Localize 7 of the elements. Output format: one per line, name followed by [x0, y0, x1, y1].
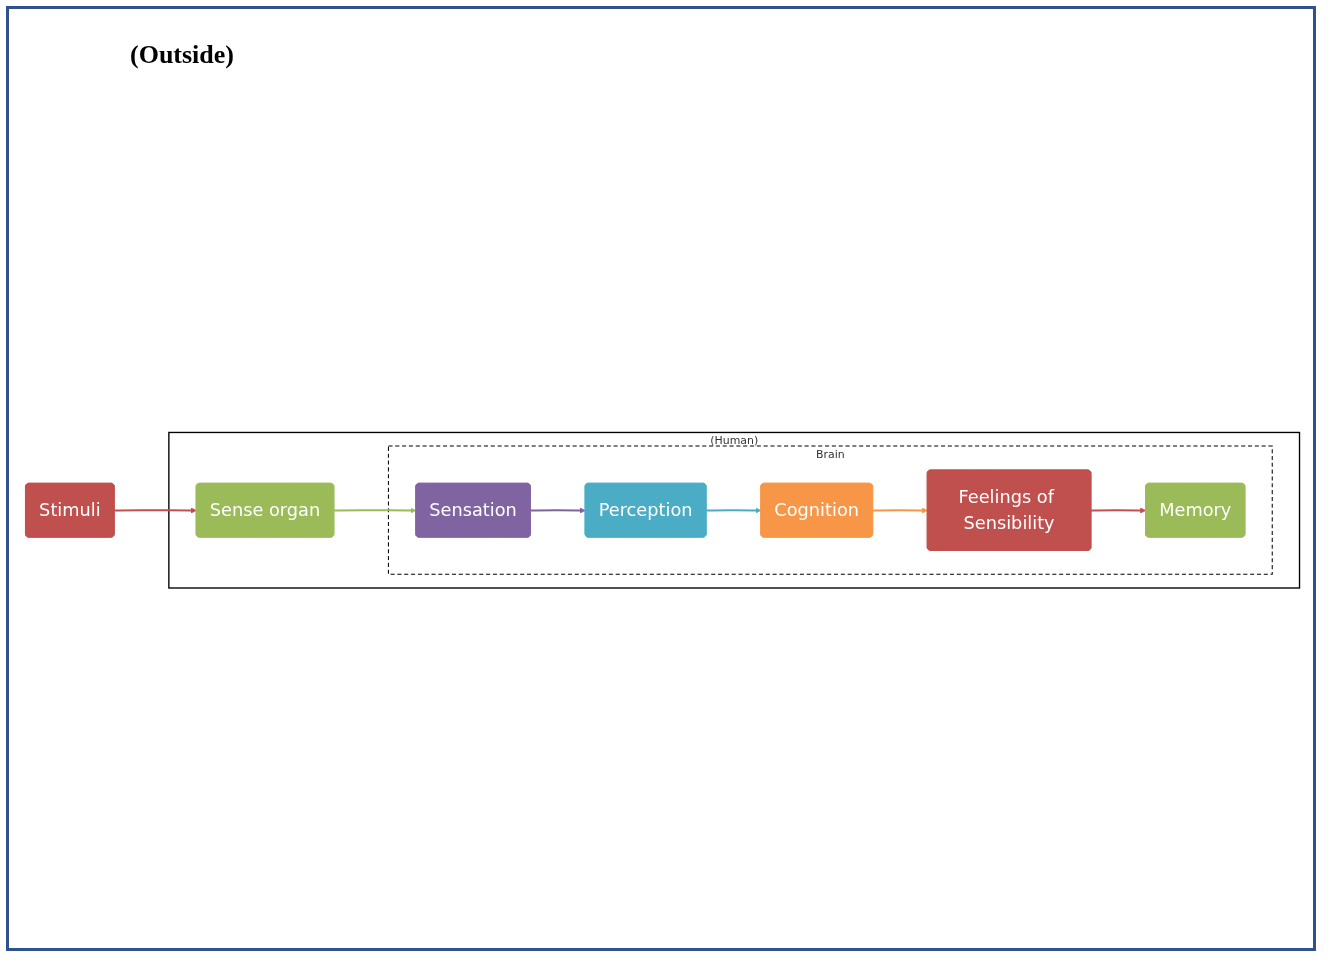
arrow	[114, 507, 197, 514]
arrow	[530, 507, 586, 514]
arrow	[706, 507, 762, 514]
arrow	[872, 507, 928, 514]
region-label: (Outside)	[130, 40, 234, 70]
arrow	[1091, 507, 1147, 514]
arrow	[334, 507, 417, 514]
